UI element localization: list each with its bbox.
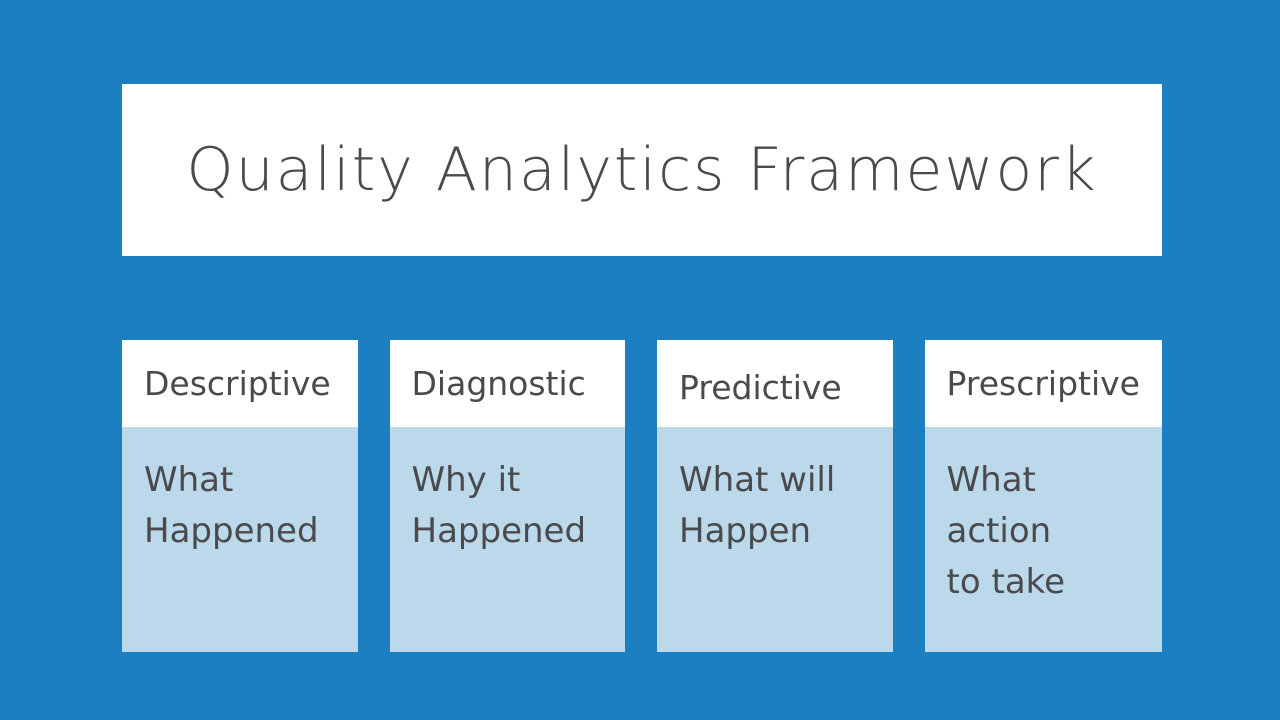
card-body-text: What action to take <box>946 460 1066 602</box>
card-header: Prescriptive <box>924 340 1162 427</box>
card-body: Why it Happened <box>389 427 626 652</box>
card-diagnostic: Diagnostic Why it Happened <box>389 340 626 652</box>
card-body-text: What Happened <box>144 460 319 551</box>
card-header-label: Predictive <box>679 368 842 407</box>
card-header-label: Diagnostic <box>411 364 586 403</box>
card-body-text: Why it Happened <box>411 460 587 551</box>
title-banner: Quality Analytics Framework <box>122 84 1162 256</box>
card-prescriptive: Prescriptive What action to take <box>924 340 1162 652</box>
card-header: Predictive <box>657 340 893 427</box>
card-header-label: Prescriptive <box>946 364 1140 403</box>
analytics-cards-row: Descriptive What Happened Diagnostic Why… <box>122 340 1162 652</box>
card-body-text: What will Happen <box>679 460 836 551</box>
card-header: Diagnostic <box>389 340 626 427</box>
card-header-label: Descriptive <box>144 364 331 403</box>
card-body: What action to take <box>924 427 1162 652</box>
card-header: Descriptive <box>122 340 358 427</box>
page-title: Quality Analytics Framework <box>186 135 1098 205</box>
card-predictive: Predictive What will Happen <box>657 340 893 652</box>
card-body: What will Happen <box>657 427 893 652</box>
card-descriptive: Descriptive What Happened <box>122 340 358 652</box>
card-body: What Happened <box>122 427 358 652</box>
